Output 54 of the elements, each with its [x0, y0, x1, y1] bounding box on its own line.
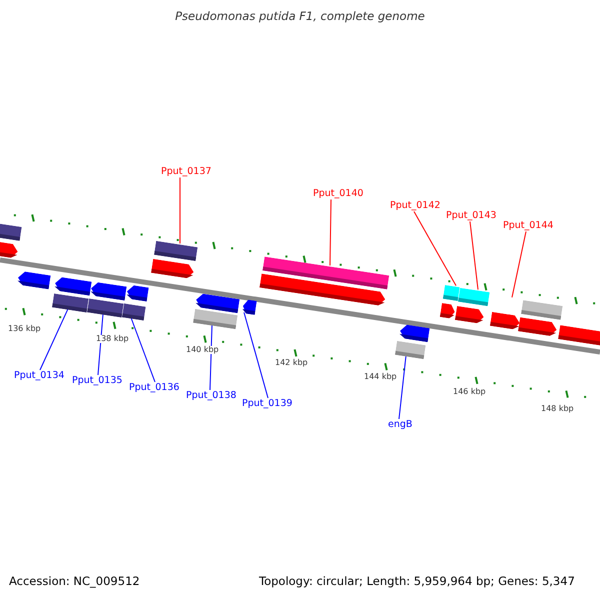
- leader-line: [40, 308, 68, 370]
- gene-block-pointed: [558, 324, 600, 346]
- gene-label: Pput_0139: [242, 399, 292, 408]
- scale-label: 146 kbp: [453, 388, 486, 396]
- gene-block-pointed: [126, 284, 148, 300]
- gene-block-pointed: [17, 270, 51, 288]
- gene-label: Pput_0136: [129, 383, 180, 392]
- gene-block: [0, 222, 22, 240]
- gene-label: Pput_0134: [14, 371, 64, 380]
- scale-label: 138 kbp: [96, 335, 129, 343]
- gene-block-pointed: [518, 316, 558, 336]
- leader-line: [512, 231, 526, 298]
- gene-block-pointed: [151, 258, 195, 278]
- gene-block: [192, 308, 238, 328]
- gene-label: Pput_0144: [503, 221, 554, 230]
- scale-label: 142 kbp: [275, 359, 308, 367]
- gene-label: Pput_0137: [161, 167, 212, 176]
- gene-block-pointed: [54, 275, 92, 295]
- footer-text: Topology: circular; Length: 5,959,964 bp; Genes: 5,347: [259, 576, 575, 588]
- leader-line: [414, 211, 456, 286]
- footer-text: Accession: NC_009512: [9, 576, 140, 588]
- gene-block-pointed: [0, 240, 19, 258]
- gene-block-pointed: [490, 310, 520, 330]
- gene-block: [154, 240, 198, 260]
- gene-block-pointed: [90, 280, 126, 300]
- gene-label: Pput_0135: [72, 376, 122, 386]
- gene-block-pointed: [194, 292, 240, 312]
- leader-line: [210, 324, 212, 390]
- gene-block-pointed: [440, 302, 456, 318]
- scale-label: 148 kbp: [541, 405, 574, 413]
- gene-block: [262, 256, 390, 288]
- leader-line: [244, 312, 268, 398]
- leader-line: [398, 354, 406, 420]
- gene-block: [86, 297, 124, 317]
- gene-block-pointed: [242, 298, 256, 314]
- gene-block: [122, 302, 146, 320]
- gene-block: [52, 292, 88, 312]
- gene-block: [521, 299, 563, 319]
- scale-label: 140 kbp: [186, 346, 219, 354]
- gene-block-pointed: [398, 322, 430, 342]
- scale-label: 144 kbp: [364, 373, 397, 381]
- gene-label: Pput_0140: [313, 189, 364, 198]
- leader-line: [330, 199, 332, 266]
- gene-block: [442, 284, 460, 300]
- gene-block: [394, 340, 426, 358]
- gene-label: Pput_0143: [446, 211, 496, 220]
- gene-label: Pput_0138: [186, 391, 236, 400]
- leader-line: [98, 313, 104, 376]
- gene-label: engB: [388, 420, 412, 430]
- title: Pseudomonas putida F1, complete genome: [174, 11, 426, 22]
- gene-label: Pput_0142: [390, 201, 440, 210]
- leader-line: [470, 221, 478, 290]
- leader-line: [130, 317, 156, 382]
- scale-label: 136 kbp: [8, 325, 41, 333]
